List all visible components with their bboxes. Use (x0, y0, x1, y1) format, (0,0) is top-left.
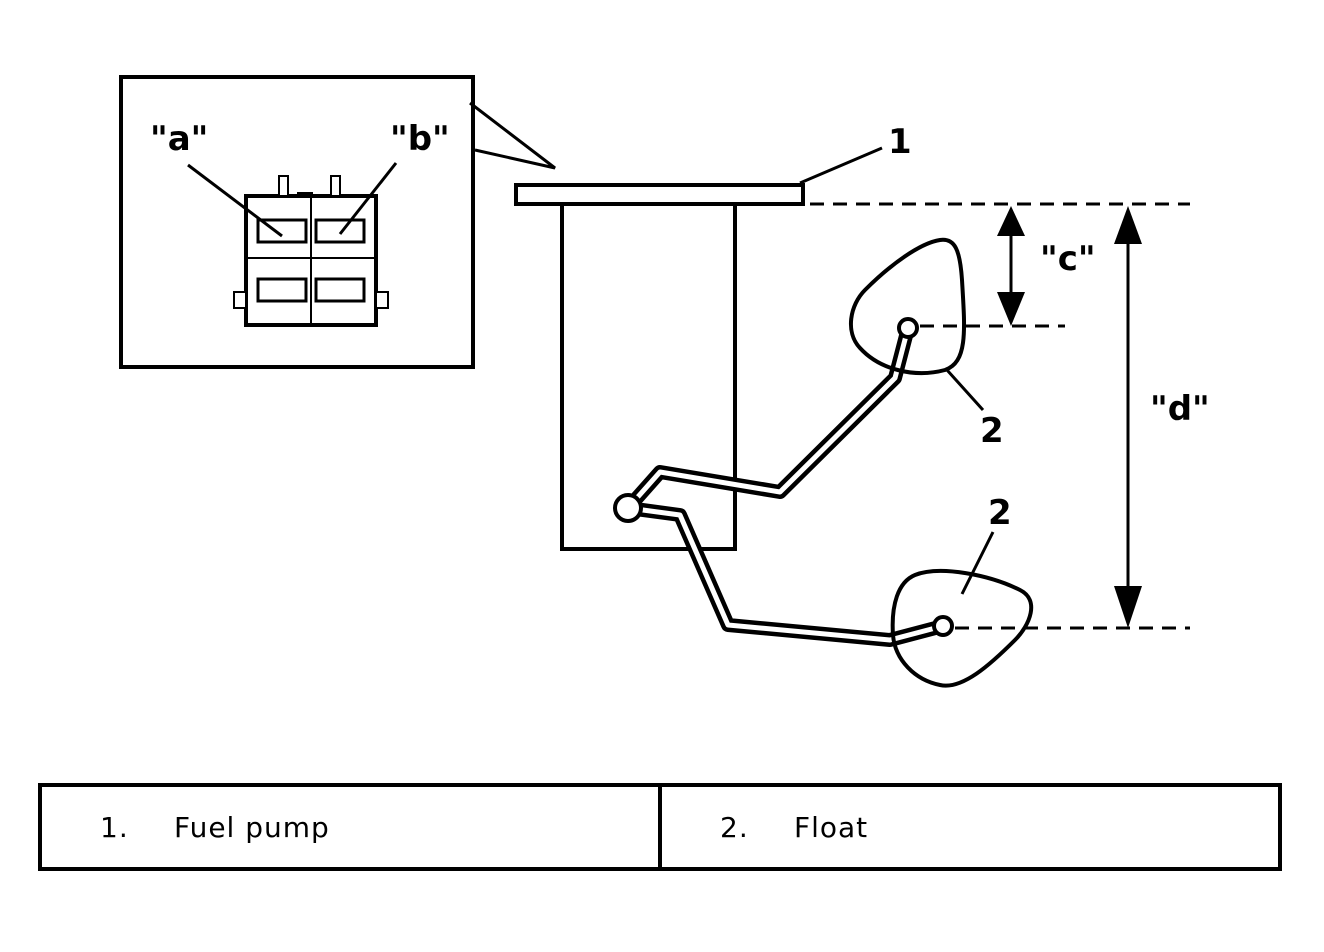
float-upper: 2 (848, 237, 1004, 451)
legend-item-float: 2. Float (658, 787, 1278, 867)
pump-flange (514, 183, 805, 206)
connector-inset: "a" "b" (119, 75, 556, 369)
dimension-c: "c" (997, 206, 1096, 326)
legend-item-fuel-pump: 1. Fuel pump (42, 787, 658, 867)
legend-label: Float (794, 810, 869, 844)
terminal-a (256, 218, 308, 244)
pump-body (560, 202, 737, 551)
callout-2-lower: 2 (988, 493, 1012, 533)
fuel-pump: 1 (514, 122, 912, 551)
legend-label: Fuel pump (174, 810, 330, 844)
float-arm-lower (621, 501, 950, 647)
label-b: "b" (390, 119, 450, 159)
pivot (613, 493, 643, 523)
callout-2-upper: 2 (980, 411, 1004, 451)
fuel-pump-diagram: "a" "b" 1 2 2 "c" (119, 75, 1210, 688)
label-a: "a" (150, 119, 208, 159)
label-d: "d" (1150, 389, 1210, 429)
dimension-d: "d" (1114, 206, 1210, 628)
legend-number: 1. (100, 810, 129, 844)
float-arm-upper (621, 321, 915, 515)
legend-table: 1. Fuel pump 2. Float (38, 783, 1282, 871)
label-c: "c" (1040, 239, 1096, 279)
callout-1: 1 (888, 122, 912, 162)
float-lower: 2 (890, 493, 1034, 688)
terminal-b (314, 218, 366, 244)
legend-number: 2. (720, 810, 749, 844)
inset-pointer (469, 101, 556, 170)
